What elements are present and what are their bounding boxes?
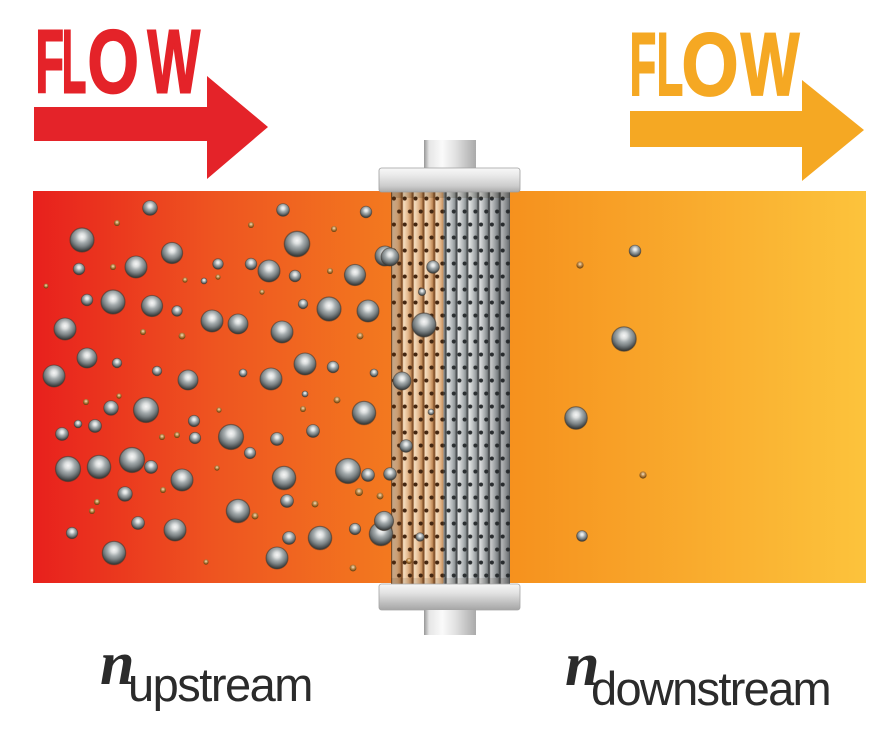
svg-text:n: n — [565, 631, 599, 699]
svg-text:W: W — [741, 16, 800, 115]
svg-text:F: F — [35, 12, 64, 112]
svg-text:L: L — [657, 15, 684, 114]
svg-text:upstream: upstream — [128, 658, 312, 711]
svg-text:downstream: downstream — [591, 662, 830, 715]
svg-text:L: L — [62, 11, 87, 112]
svg-text:F: F — [630, 15, 657, 114]
svg-text:O: O — [682, 15, 739, 114]
svg-text:n: n — [100, 630, 134, 698]
svg-text:W: W — [147, 11, 200, 112]
svg-text:O: O — [88, 12, 139, 112]
